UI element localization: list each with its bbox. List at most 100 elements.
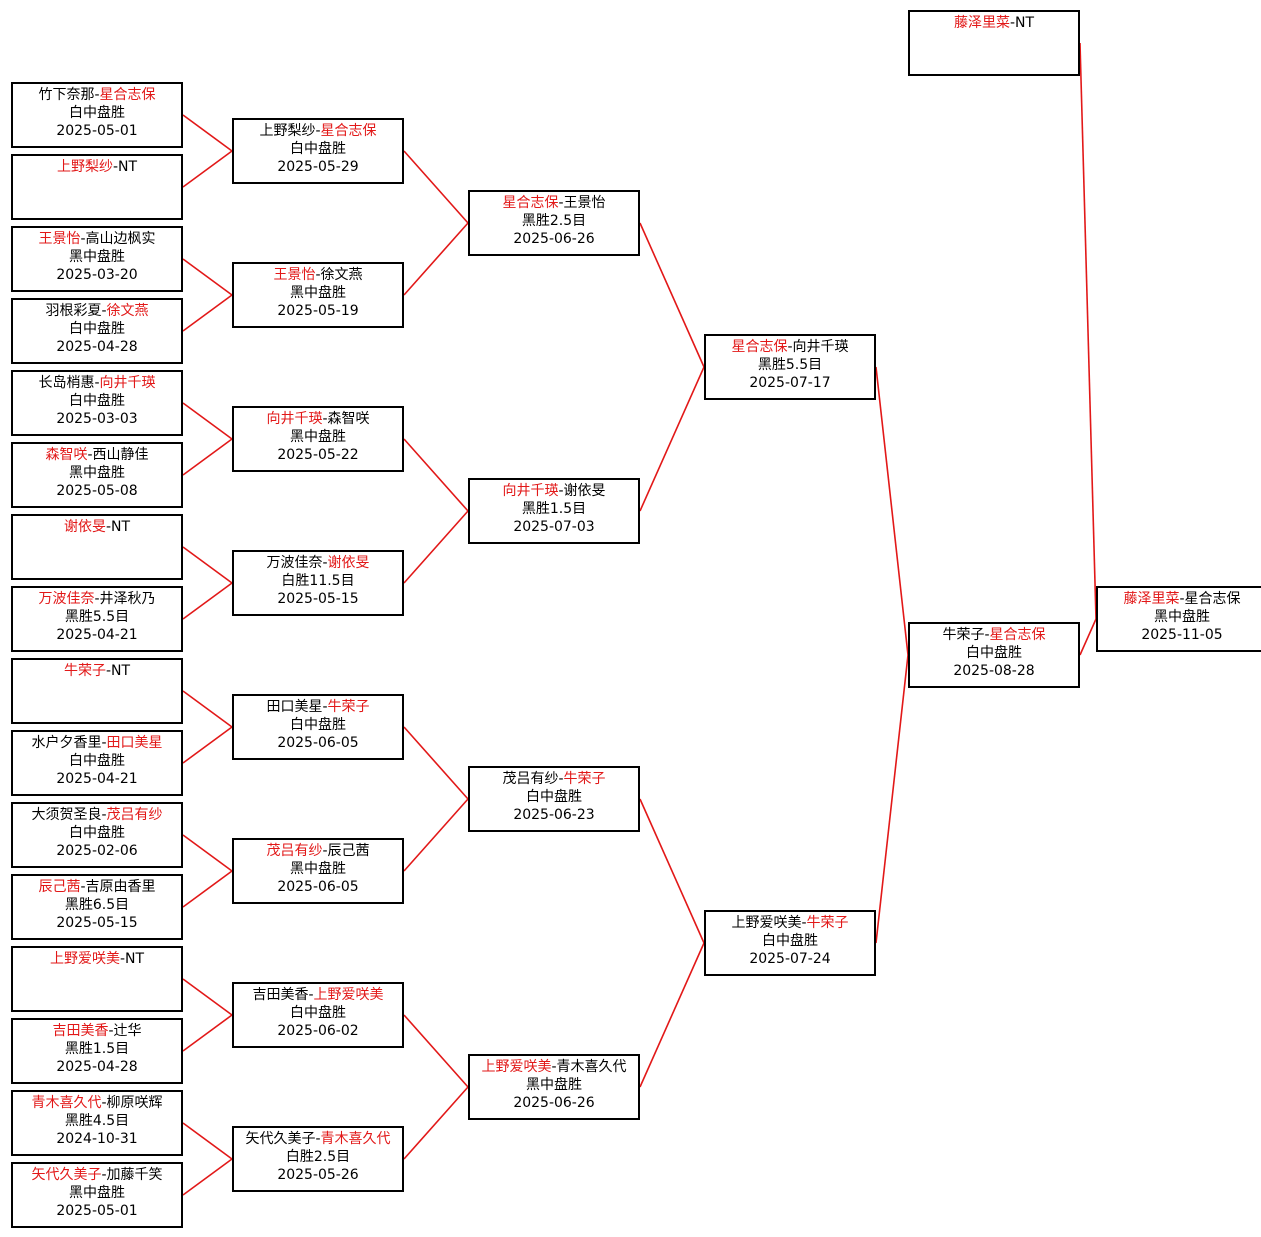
match-players: 牛荣子-NT [13, 662, 181, 680]
player-separator: - [105, 663, 112, 679]
match-players: 矢代久美子-加藤千笑 [13, 1166, 181, 1184]
match-result: 白中盘胜 [69, 321, 125, 337]
player-separator: - [80, 879, 86, 895]
player-1-name: 上野爱咲美 [731, 915, 802, 931]
match-date: 2025-07-17 [749, 375, 831, 391]
connector-line [403, 438, 469, 512]
player-separator: - [94, 375, 100, 391]
player-1-name: 吉田美香 [52, 1023, 109, 1039]
match-date: 2025-06-23 [513, 807, 595, 823]
player-1-name: 竹下奈那 [38, 87, 95, 103]
player-1-name: 向井千瑛 [266, 411, 323, 427]
player-separator: - [101, 735, 107, 751]
player-2-name: 田口美星 [106, 735, 163, 751]
match-result: 白中盘胜 [526, 789, 582, 805]
player-separator: - [94, 87, 100, 103]
player-2-name: 青木喜久代 [320, 1131, 391, 1147]
round1-match: 牛荣子-NT [11, 658, 183, 724]
match-players: 羽根彩夏-徐文燕 [13, 302, 181, 320]
match-result: 黑中盘胜 [69, 1185, 125, 1201]
connector-line [182, 1014, 233, 1052]
match-result: 黑中盘胜 [290, 285, 346, 301]
player-1-name: 牛荣子 [942, 627, 985, 643]
connector-line [182, 1158, 233, 1196]
match-date: 2025-05-26 [277, 1167, 359, 1183]
player-2-name: 西山静佳 [92, 447, 149, 463]
player-2-name: 牛荣子 [563, 771, 606, 787]
connector-line [182, 294, 233, 332]
player-separator: - [551, 1059, 557, 1075]
player-separator: - [984, 627, 990, 643]
player-2-name: 吉原由香里 [85, 879, 156, 895]
player-2-name: 上野爱咲美 [313, 987, 384, 1003]
match-date: 2025-05-29 [277, 159, 359, 175]
connector-line [182, 150, 233, 188]
match-date: 2025-06-26 [513, 231, 595, 247]
player-separator: - [322, 699, 328, 715]
player-2-name: 青木喜久代 [556, 1059, 627, 1075]
player-2-name: 向井千瑛 [792, 339, 849, 355]
player-1-name: 长岛梢惠 [38, 375, 95, 391]
player-separator: - [101, 807, 107, 823]
round1-match: 上野梨纱-NT [11, 154, 183, 220]
connector-line [403, 510, 469, 584]
player-separator: - [112, 159, 119, 175]
match-players: 上野梨纱-NT [13, 158, 181, 176]
match-result: 黑胜1.5目 [64, 1041, 130, 1057]
player-1-name: 田口美星 [266, 699, 323, 715]
player-2-name: NT [1015, 15, 1035, 31]
player-2-name: 森智咲 [327, 411, 370, 427]
match-result: 黑中盘胜 [290, 429, 346, 445]
match-players: 茂吕有纱-牛荣子 [470, 770, 638, 788]
match-date: 2025-05-15 [277, 591, 359, 607]
match-players: 水户夕香里-田口美星 [13, 734, 181, 752]
match-players: 矢代久美子-青木喜久代 [234, 1130, 402, 1148]
match-result: 黑中盘胜 [290, 861, 346, 877]
match-result: 白中盘胜 [290, 141, 346, 157]
match-result: 白中盘胜 [762, 933, 818, 949]
player-1-name: 上野爱咲美 [49, 951, 120, 967]
player-2-name: 星合志保 [99, 87, 156, 103]
player-separator: - [558, 771, 564, 787]
connector-line [403, 1014, 469, 1088]
player-2-name: NT [111, 519, 131, 535]
match-players: 向井千瑛-谢依旻 [470, 482, 638, 500]
match-result: 白中盘胜 [69, 825, 125, 841]
player-1-name: 藤泽里菜 [953, 15, 1010, 31]
player-2-name: 王景怡 [563, 195, 606, 211]
match-result: 黑胜2.5目 [521, 213, 587, 229]
player-1-name: 星合志保 [731, 339, 788, 355]
connector-line [639, 798, 705, 944]
match-result: 黑胜4.5目 [64, 1113, 130, 1129]
player-1-name: 万波佳奈 [38, 591, 95, 607]
match-players: 森智咲-西山静佳 [13, 446, 181, 464]
match-date: 2025-07-03 [513, 519, 595, 535]
player-1-name: 藤泽里菜 [1123, 591, 1180, 607]
player-2-name: 辰己茜 [327, 843, 370, 859]
round3-match: 茂吕有纱-牛荣子白中盘胜 2025-06-23 [468, 766, 640, 832]
match-players: 牛荣子-星合志保 [910, 626, 1078, 644]
connector-line [403, 1086, 469, 1160]
player-separator: - [787, 339, 793, 355]
player-2-name: 井泽秋乃 [99, 591, 156, 607]
player-separator: - [101, 303, 107, 319]
match-result: 黑中盘胜 [1154, 609, 1210, 625]
match-date: 2025-04-21 [56, 771, 138, 787]
player-2-name: 加藤千笑 [106, 1167, 163, 1183]
match-result: 白胜2.5目 [285, 1149, 351, 1165]
player-separator: - [108, 1023, 114, 1039]
